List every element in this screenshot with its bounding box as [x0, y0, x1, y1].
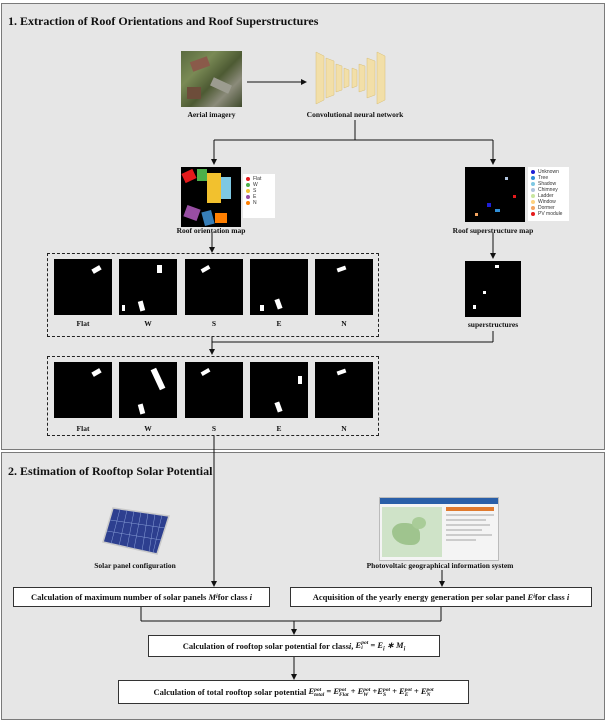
legend-dot [246, 183, 250, 187]
legend-dot [531, 182, 535, 186]
legend-label: Ladder [538, 193, 554, 199]
legend-label: Tree [538, 175, 549, 181]
energy-symbol-sub: i [533, 594, 535, 600]
legend-dot [531, 212, 535, 216]
max-panels-box: Calculation of maximum number of solar p… [13, 587, 270, 607]
usable-mask-label: S [211, 424, 217, 433]
legend-dot [531, 188, 535, 192]
legend-label: E [253, 194, 257, 200]
superstructures-mask [465, 261, 521, 317]
mask-n [315, 259, 373, 315]
roof-orientation-label: Roof orientation map [176, 226, 246, 235]
legend-label: N [253, 200, 257, 206]
energy-generation-box: Acquisition of the yearly energy generat… [290, 587, 592, 607]
mask-label: N [341, 319, 347, 328]
mask-e [250, 259, 308, 315]
aerial-imagery-label: Aerial imagery [187, 110, 236, 119]
legend-dot [531, 206, 535, 210]
max-panels-text: Calculation of maximum number of solar p… [30, 592, 207, 602]
legend-dot [531, 176, 535, 180]
usable-mask-label: N [341, 424, 347, 433]
superstructure-legend: Unknown Tree Shadow Chimney Ladder Windo… [528, 167, 569, 221]
total-potential-box: Calculation of total rooftop solar poten… [118, 680, 469, 704]
legend-label: Flat [253, 176, 262, 182]
usable-mask-e [250, 362, 308, 418]
max-panels-symbol: M [208, 592, 217, 602]
legend-label: W [253, 182, 258, 188]
mask-flat [54, 259, 112, 315]
usable-mask-label: Flat [76, 424, 90, 433]
mask-label: Flat [76, 319, 90, 328]
pvgis-screenshot [379, 497, 499, 561]
legend-dot [531, 194, 535, 198]
legend-dot [246, 201, 250, 205]
legend-label: S [253, 188, 257, 194]
usable-mask-n [315, 362, 373, 418]
legend-label: Unknown [538, 169, 559, 175]
energy-suffix: for class [534, 592, 565, 602]
roof-orientation-map [181, 167, 241, 227]
energy-symbol: E [527, 592, 534, 602]
solar-panel-icon [102, 507, 170, 555]
legend-dot [531, 200, 535, 204]
usable-mask-s [185, 362, 243, 418]
legend-label: Chimney [538, 187, 558, 193]
usable-mask-w [119, 362, 177, 418]
usable-mask-label: W [144, 424, 152, 433]
solar-panel-label: Solar panel configuration [94, 561, 176, 570]
roof-superstructure-label: Roof superstructure map [452, 226, 534, 235]
superstructures-label: superstructures [467, 320, 519, 329]
legend-dot [246, 189, 250, 193]
roof-superstructure-map [465, 167, 525, 222]
max-panels-symbol-sub: i [216, 594, 218, 600]
class-potential-class: i [348, 641, 352, 651]
usable-mask-flat [54, 362, 112, 418]
energy-class: i [566, 592, 570, 602]
usable-area-masks-group: Flat W S E N [47, 356, 379, 436]
legend-dot [246, 195, 250, 199]
cnn-icon [315, 51, 386, 105]
aerial-image [181, 51, 242, 107]
section-estimation-panel: 2. Estimation of Rooftop Solar Potential [1, 452, 605, 720]
mask-s [185, 259, 243, 315]
mask-label: W [144, 319, 152, 328]
legend-dot [531, 170, 535, 174]
mask-label: S [211, 319, 217, 328]
mask-label: E [276, 319, 282, 328]
orientation-legend: Flat W S E N [243, 174, 275, 218]
class-potential-text: Calculation of rooftop solar potential f… [182, 641, 349, 651]
max-panels-suffix: for class [217, 592, 248, 602]
mask-w [119, 259, 177, 315]
legend-label: Shadow [538, 181, 557, 187]
usable-mask-label: E [276, 424, 282, 433]
energy-generation-text: Acquisition of the yearly energy generat… [312, 592, 526, 602]
section-2-title: 2. Estimation of Rooftop Solar Potential [8, 464, 213, 478]
pvgis-label: Photovoltaic geographical information sy… [366, 561, 514, 570]
legend-label: Window [538, 199, 556, 205]
legend-label: Dormer [538, 205, 555, 211]
max-panels-class: i [249, 592, 253, 602]
cnn-label: Convolutional neural network [306, 110, 404, 119]
total-potential-text: Calculation of total rooftop solar poten… [153, 687, 307, 697]
legend-dot [246, 177, 250, 181]
legend-label: PV module [538, 211, 563, 217]
section-1-title: 1. Extraction of Roof Orientations and R… [8, 14, 319, 28]
orientation-masks-group: Flat W S E N [47, 253, 379, 337]
class-potential-box: Calculation of rooftop solar potential f… [148, 635, 440, 657]
